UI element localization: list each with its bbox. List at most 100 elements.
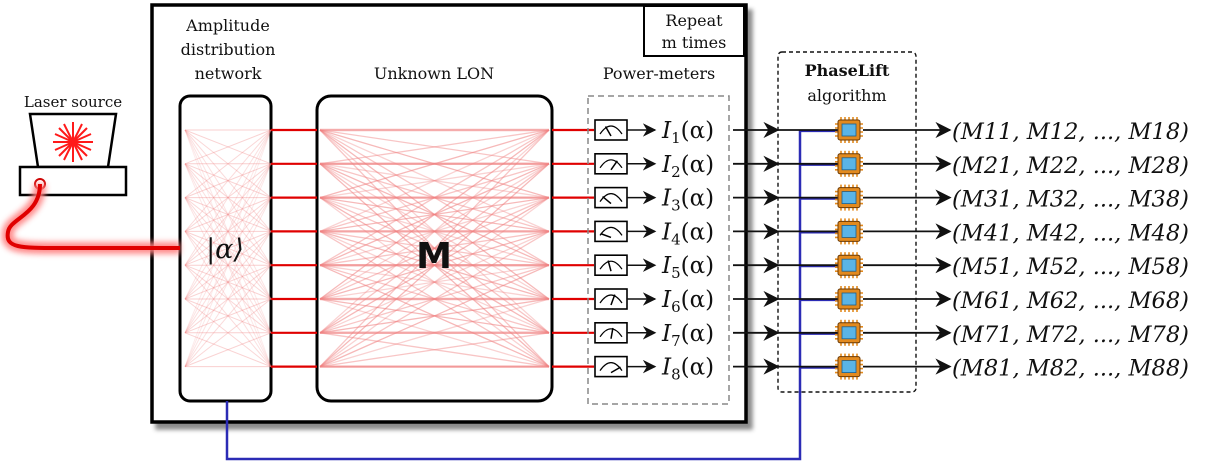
intensity-symbol: I: [661, 253, 672, 279]
intensity-argument: (α): [681, 253, 714, 279]
output-tuple-label: (M81, M82, ..., M88): [952, 356, 1189, 382]
output-tuple-label: (M21, M22, ..., M28): [952, 153, 1189, 179]
fanout-line: [184, 197, 272, 266]
mesh-line: [319, 129, 550, 368]
meter-needle: [604, 126, 612, 137]
amp-network-label-line2: distribution: [181, 40, 276, 59]
intensity-label: I8(α): [661, 355, 714, 384]
mesh-line: [319, 230, 550, 368]
fanout-line: [184, 231, 272, 300]
lon-mesh: [319, 128, 550, 368]
mesh-line: [319, 332, 550, 368]
fanout-line: [184, 332, 272, 368]
waveguide-stubs: [271, 128, 594, 368]
fanout-line: [184, 264, 272, 367]
channel-row: I7(α)(M71, M72, ..., M78): [594, 319, 1189, 350]
power-meter-icon: [594, 321, 628, 344]
matrix-label: M: [416, 236, 452, 277]
fanout-line: [184, 197, 272, 232]
fanout-line: [184, 129, 272, 232]
phaselift-title: PhaseLift: [805, 61, 890, 80]
channel-row: I8(α) (M81, M82, ..., M88): [594, 353, 1189, 384]
channel-row: I3(α)(M31, M32, ..., M38): [594, 184, 1189, 215]
intensity-argument: (α): [681, 287, 714, 313]
fanout-line: [184, 298, 272, 334]
mesh-line: [319, 197, 550, 300]
chip-core: [841, 326, 857, 340]
output-tuple-label: (M41, M42, ..., M48): [952, 220, 1189, 246]
fanout-line: [184, 298, 272, 367]
power-meter-icon: [594, 153, 628, 175]
mesh-line: [319, 163, 550, 233]
intensity-argument: (α): [681, 321, 714, 347]
meter-needle: [610, 160, 618, 171]
intensity-label: I3(α): [661, 186, 714, 215]
processor-chip-icon: [835, 184, 863, 211]
fanout-line: [184, 197, 272, 367]
fanout-line: [184, 129, 272, 333]
meter-dial: [599, 193, 623, 202]
intensity-label: I4(α): [661, 219, 714, 248]
processor-chip-icon: [835, 117, 863, 143]
processor-chip-icon: [835, 353, 863, 380]
fanout-line: [184, 129, 272, 300]
laser-fiber: [1, 183, 180, 254]
power-meter-icon: [594, 355, 628, 378]
meter-dial: [599, 362, 623, 371]
fanout-line: [184, 197, 272, 334]
meter-body: [594, 153, 628, 175]
mesh-line: [319, 129, 550, 199]
mesh-line: [319, 264, 550, 368]
feedback-loop-line: [225, 130, 802, 461]
fanout-line: [184, 197, 272, 300]
repeat-label-line1: Repeat: [665, 11, 723, 30]
mesh-line: [319, 163, 550, 334]
channel-row: I4(α) (M41, M42, ..., M48): [594, 218, 1189, 248]
mesh-line: [319, 197, 550, 368]
power-meter-icon: [594, 119, 628, 141]
mesh-line: [319, 129, 550, 232]
intensity-symbol: I: [661, 355, 672, 381]
mesh-line: [319, 230, 550, 266]
repeat-label-line2: m times: [662, 33, 727, 52]
chip-core: [841, 123, 857, 137]
meter-dial: [599, 294, 623, 304]
fanout-line: [184, 129, 272, 266]
intensity-label: I5(α): [661, 253, 714, 282]
mesh-line: [319, 129, 550, 266]
fanout-line: [184, 129, 272, 266]
mesh-line: [319, 230, 550, 334]
fanout-line: [184, 163, 272, 232]
fanout-line: [184, 129, 272, 165]
power-meter-icon: [594, 220, 628, 243]
fanout-line: [184, 231, 272, 334]
output-tuple-label: (M61, M62, ..., M68): [952, 288, 1189, 314]
mesh-line: [319, 196, 550, 266]
fanout-line: [184, 163, 272, 199]
intensity-index: 7: [671, 332, 681, 350]
laser-source-label: Laser source: [24, 93, 122, 111]
fanout-line: [184, 163, 272, 300]
meter-body: [594, 254, 628, 276]
meter-dial: [599, 226, 623, 236]
chip-core: [841, 224, 857, 238]
amp-fanout-lines: [184, 129, 272, 368]
power-meters-box: [587, 95, 730, 405]
meter-dial: [599, 260, 623, 270]
meter-needle: [602, 195, 612, 205]
intensity-index: 2: [671, 163, 681, 181]
fanout-line: [184, 231, 272, 300]
fanout-line: [184, 129, 272, 198]
fanout-line: [184, 163, 272, 334]
fanout-line: [184, 264, 272, 334]
mesh-line: [319, 264, 550, 300]
fanout-line: [184, 230, 272, 266]
mesh-line: [319, 163, 550, 199]
meter-dial: [599, 328, 623, 338]
fanout-line: [184, 163, 272, 367]
amp-network-label-line3: network: [195, 64, 262, 83]
processor-chip-icon: [835, 286, 863, 312]
fanout-line: [184, 197, 272, 300]
fanout-line: [184, 163, 272, 232]
